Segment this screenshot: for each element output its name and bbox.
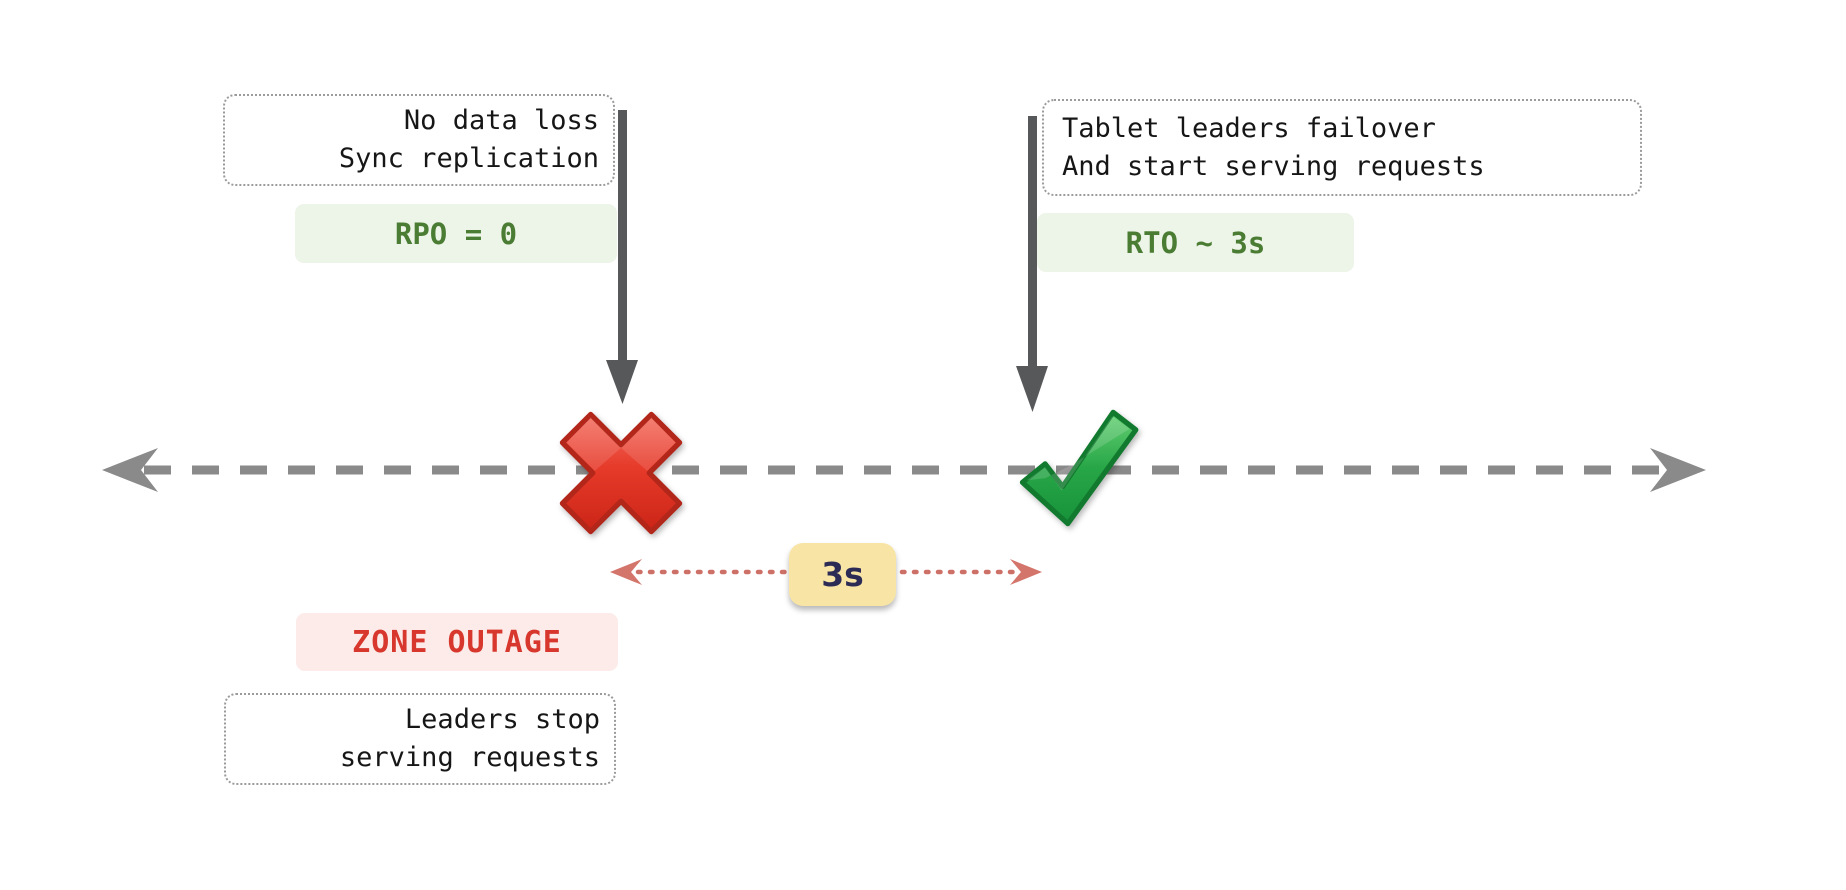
callout-leaders-failover: Tablet leaders failover And start servin… bbox=[1042, 99, 1642, 196]
callout-line: And start serving requests bbox=[1062, 150, 1485, 182]
dotted-double-arrow-icon bbox=[610, 559, 1042, 585]
down-arrow-icon bbox=[1016, 116, 1048, 412]
duration-badge: 3s bbox=[789, 543, 896, 606]
callout-leaders-stop: Leaders stop serving requests bbox=[224, 693, 616, 785]
callout-line: Sync replication bbox=[338, 143, 599, 174]
rto-badge: RTO ~ 3s bbox=[1037, 213, 1354, 272]
callout-line: Leaders stop bbox=[404, 704, 600, 735]
dashed-double-arrow-icon bbox=[102, 448, 1706, 492]
cross-mark-icon bbox=[559, 411, 683, 535]
rpo-badge: RPO = 0 bbox=[295, 204, 617, 263]
down-arrow-icon bbox=[606, 110, 638, 404]
zone-outage-badge: ZONE OUTAGE bbox=[296, 613, 618, 671]
callout-line: Tablet leaders failover bbox=[1062, 112, 1436, 144]
check-mark-icon bbox=[1019, 409, 1139, 527]
callout-line: serving requests bbox=[339, 742, 600, 773]
callout-no-data-loss: No data loss Sync replication bbox=[223, 94, 615, 186]
callout-line: No data loss bbox=[403, 105, 599, 136]
